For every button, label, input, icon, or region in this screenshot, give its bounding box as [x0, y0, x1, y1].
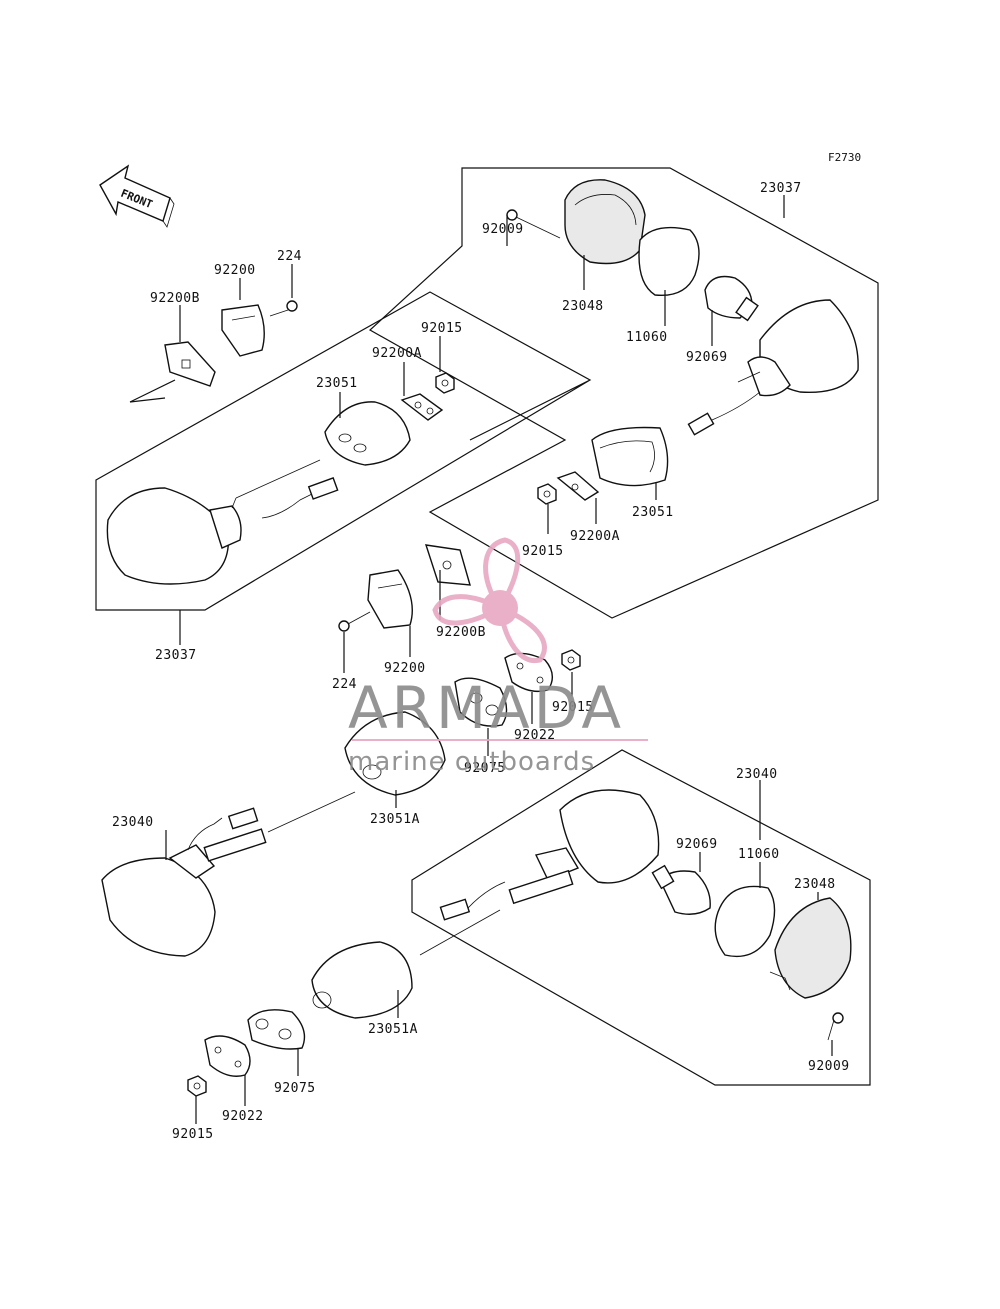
watermark-tagline: marine outboards: [348, 747, 595, 777]
bottom-right-assembly-outline: [411, 749, 871, 1086]
nut-92015-right: [537, 483, 557, 505]
part-label-11060: 11060: [626, 330, 668, 345]
nut-92015-left: [435, 372, 455, 394]
lens-23048-bottom: [769, 897, 852, 999]
bulb-92069-top: [704, 275, 759, 322]
part-label-92015: 92015: [552, 700, 594, 715]
screw-224-mid: [338, 611, 371, 632]
turn-signal-bottom-left: [101, 791, 356, 957]
part-label-23051A: 23051A: [370, 812, 420, 827]
part-label-92009: 92009: [808, 1059, 850, 1074]
grommet-23051A-bottom: [311, 941, 413, 1019]
plate-92022-bottom: [204, 1035, 251, 1077]
lens-23048-top: [564, 179, 646, 265]
top-right-assembly-outline: [368, 167, 879, 619]
bracket-92200-top: [221, 304, 265, 357]
grommet-23051-left: [324, 401, 411, 466]
nut-92015-low: [561, 649, 581, 671]
bulb-92069-bottom: [651, 864, 711, 915]
part-label-11060: 11060: [738, 847, 780, 862]
part-label-92069: 92069: [676, 837, 718, 852]
part-label-92200A: 92200A: [570, 529, 620, 544]
plate-92022-low: [504, 652, 553, 693]
part-label-23048: 23048: [794, 877, 836, 892]
part-label-92022: 92022: [222, 1109, 264, 1124]
part-label-92015: 92015: [522, 544, 564, 559]
plate-92200B-mid: [424, 544, 471, 586]
part-label-92009: 92009: [482, 222, 524, 237]
grommet-92075-bottom: [247, 1009, 306, 1050]
watermark: ARMADA marine outboards: [348, 537, 648, 777]
gasket-11060-top: [638, 226, 700, 297]
part-label-23051: 23051: [316, 376, 358, 391]
turn-signal-left: [106, 459, 339, 585]
screw-224-top: [269, 300, 298, 317]
grommet-23051A-mid: [344, 711, 446, 796]
part-label-23040: 23040: [736, 767, 778, 782]
plate-92200B-top: [164, 341, 216, 387]
part-label-23051: 23051: [632, 505, 674, 520]
screw-92009-top: [506, 209, 561, 239]
part-label-23040: 23040: [112, 815, 154, 830]
reference-code: F2730: [828, 151, 861, 164]
part-label-224: 224: [277, 249, 302, 264]
part-label-92200A: 92200A: [372, 346, 422, 361]
part-label-92200: 92200: [384, 661, 426, 676]
part-label-92069: 92069: [686, 350, 728, 365]
propeller-logo-icon: [432, 537, 547, 664]
part-label-92200: 92200: [214, 263, 256, 278]
part-label-92075: 92075: [464, 761, 506, 776]
watermark-brand: ARMADA: [348, 674, 625, 742]
part-label-23051A: 23051A: [368, 1022, 418, 1037]
part-label-92200B: 92200B: [150, 291, 200, 306]
turn-signal-top-right: [687, 299, 859, 436]
part-label-23037: 23037: [760, 181, 802, 196]
part-label-92200B: 92200B: [436, 625, 486, 640]
screw-92009-bottom: [827, 1012, 844, 1041]
part-label-92075: 92075: [274, 1081, 316, 1096]
part-label-23048: 23048: [562, 299, 604, 314]
nut-92015-bottom: [187, 1075, 207, 1097]
leader-line: [129, 379, 176, 403]
front-arrow-icon: FRONT: [99, 164, 175, 228]
gasket-11060-bottom: [714, 885, 776, 958]
part-label-23037: 23037: [155, 648, 197, 663]
part-label-92015: 92015: [421, 321, 463, 336]
turn-signal-bottom-right: [419, 789, 660, 956]
left-assembly-outline: [95, 291, 592, 611]
leader-line: [129, 397, 166, 403]
plate-92200A-left: [400, 393, 444, 421]
leader-lines: [165, 195, 833, 1124]
part-label-224: 224: [332, 677, 357, 692]
part-label-92015: 92015: [172, 1127, 214, 1142]
grommet-92075-low: [454, 677, 508, 727]
bracket-92200-mid: [367, 569, 413, 629]
plate-92200A-right: [556, 471, 600, 501]
grommet-23051-right: [591, 426, 669, 487]
